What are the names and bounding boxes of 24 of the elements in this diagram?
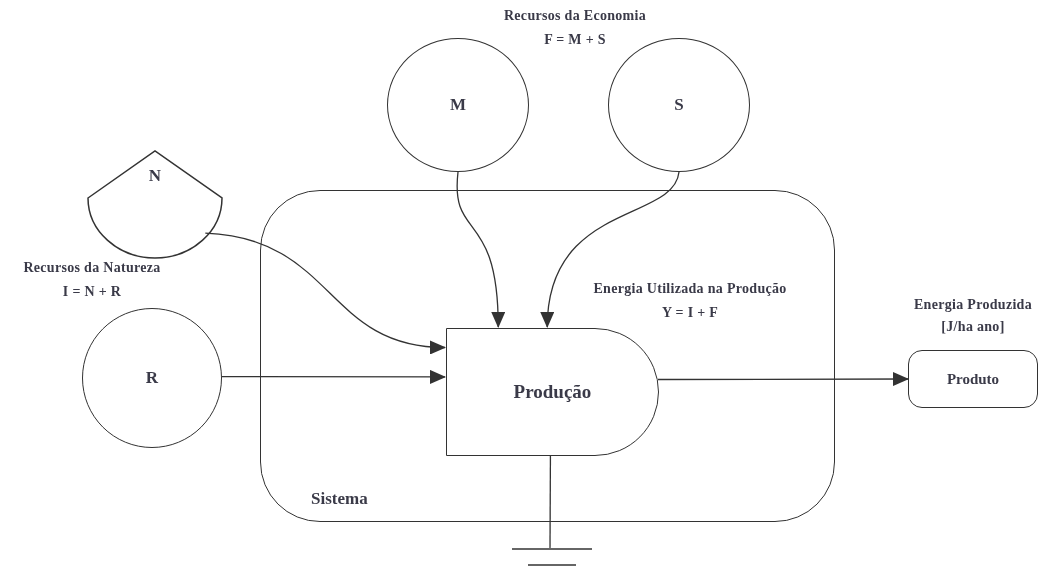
flow-arrow (456, 171, 505, 328)
connector-line (549, 454, 552, 549)
flow-arrow (221, 369, 446, 384)
flow-arrow (204, 232, 446, 354)
node-label: R (145, 368, 159, 388)
formula-label: I = N + R (62, 284, 122, 300)
node-label: S (674, 95, 684, 115)
source-tank (87, 150, 223, 258)
system-boundary (260, 190, 835, 522)
group-label: Recursos da Economia (503, 8, 647, 24)
output-caption: Energia Produzida [J/ha ano] (913, 296, 1033, 336)
heat-sink-ground (512, 548, 592, 566)
node-label: N (148, 166, 162, 186)
flow-arrow (541, 171, 680, 328)
formula-label: F = M + S (544, 32, 606, 48)
flow-arrow (657, 372, 909, 387)
formula-label: Y = I + F (661, 305, 719, 321)
system-label: Sistema (311, 489, 368, 509)
node-label: Produto (946, 370, 1000, 388)
node-label: Produção (513, 381, 592, 403)
group-label: Energia Utilizada na Produção (593, 281, 787, 297)
node-label: M (449, 95, 466, 115)
product-box (908, 350, 1038, 408)
group-label: Recursos da Natureza (23, 260, 161, 276)
